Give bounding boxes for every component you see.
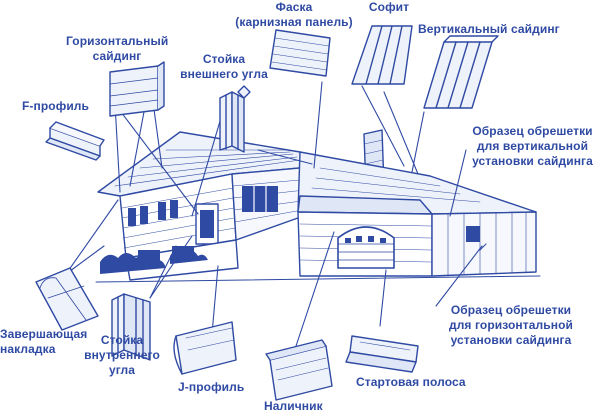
label-lathing-vertical: Образец обрешетки для вертикальной устан… — [472, 124, 593, 168]
label-inner-corner-post: Стойка внутреннего угла — [84, 333, 160, 377]
vertical-siding-icon — [423, 35, 499, 109]
trim-profile-icon — [265, 339, 333, 401]
fascia-panel-icon — [269, 29, 331, 77]
horizontal-siding-icon — [109, 61, 165, 117]
label-outer-corner-post: Стойка внешнего угла — [180, 52, 268, 81]
label-starter-strip: Стартовая полоса — [356, 375, 466, 389]
label-finishing-strip: Завершающая накладка — [0, 327, 88, 356]
label-j-profile: J-профиль — [178, 380, 245, 394]
inner-corner-post-icon — [111, 293, 151, 361]
label-horizontal-siding: Горизонтальный сайдинг — [66, 34, 169, 63]
label-vertical-siding: Вертикальный сайдинг — [418, 22, 560, 36]
label-soffit: Софит — [368, 0, 410, 14]
label-fascia: Фаска (карнизная панель) — [226, 0, 362, 30]
outer-corner-post-icon — [219, 85, 251, 153]
soffit-panel-icon — [351, 25, 413, 85]
j-profile-icon — [173, 321, 237, 375]
f-profile-icon — [45, 121, 105, 161]
leader-lines — [65, 79, 487, 347]
label-f-profile: F-профиль — [22, 99, 90, 113]
label-fascia-text: Фаска (карнизная панель) — [235, 0, 353, 29]
starter-strip-icon — [345, 335, 419, 373]
finishing-strip-icon — [35, 267, 99, 331]
label-trim: Наличник — [264, 399, 323, 413]
label-lathing-horizontal: Образец обрешетки для горизонтальной уст… — [448, 303, 573, 347]
house-illustration — [95, 129, 541, 283]
